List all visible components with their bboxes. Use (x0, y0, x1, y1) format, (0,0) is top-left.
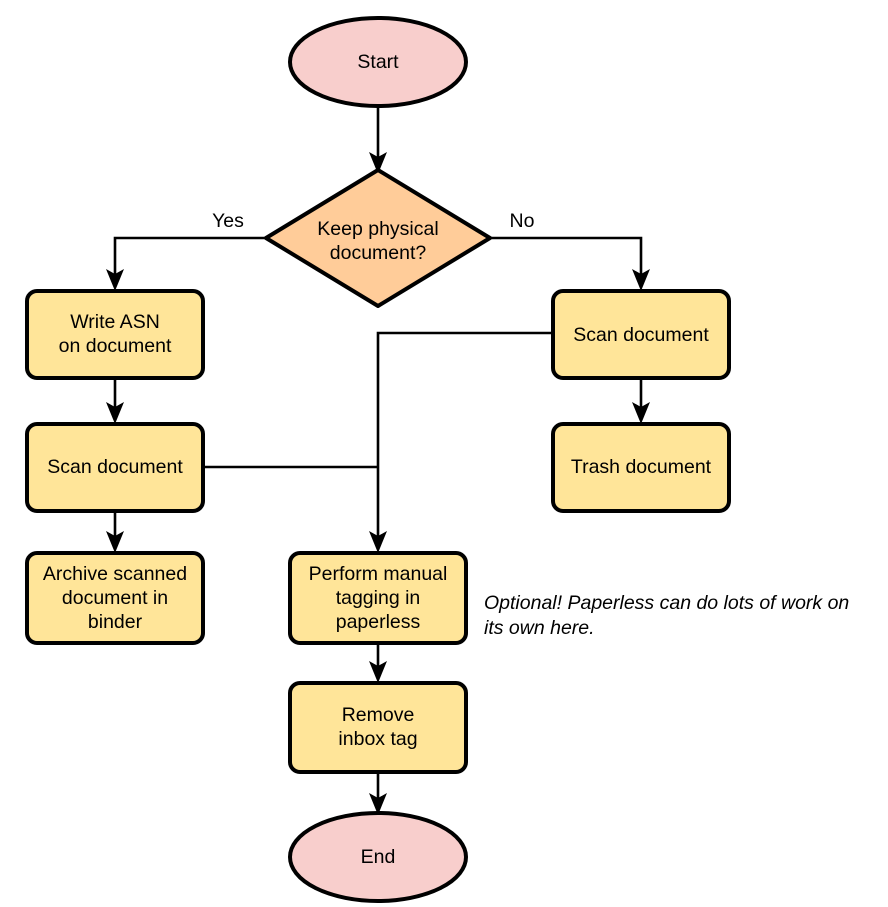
edge-writeasn-to-scanleft (106, 378, 124, 424)
node-end[interactable]: End (288, 811, 468, 903)
manual-tagging-label-line2: tagging in (336, 587, 421, 609)
scan-document-right-box (551, 289, 731, 380)
write-asn-box (25, 289, 205, 380)
edge-start-to-decision (369, 101, 387, 174)
edge-scanright-to-trash (632, 378, 650, 424)
edge-scanleft-to-archive (106, 510, 124, 553)
node-scan-document-left[interactable]: Scan document (25, 422, 205, 513)
decision-diamond (264, 168, 492, 308)
node-archive-scanned-document[interactable]: Archive scanned document in binder (25, 551, 205, 645)
node-write-asn-on-document[interactable]: Write ASN on document (25, 289, 205, 380)
optional-note: Optional! Paperless can do lots of work … (484, 592, 849, 639)
node-remove-inbox-tag[interactable]: Remove inbox tag (288, 681, 468, 774)
archive-label-line3: binder (88, 611, 143, 633)
edge-label-yes: Yes (212, 210, 244, 232)
remove-inbox-label-line2: inbox tag (338, 728, 417, 750)
trash-document-box (551, 422, 731, 513)
archive-box (25, 551, 205, 645)
write-asn-label-line1: Write ASN (70, 311, 160, 333)
scan-document-right-label: Scan document (573, 324, 709, 346)
edge-decision-yes (106, 236, 265, 291)
end-label: End (361, 846, 396, 868)
archive-label-line1: Archive scanned (43, 563, 187, 585)
node-scan-document-right[interactable]: Scan document (551, 289, 731, 380)
node-keep-physical-document[interactable]: Keep physical document? (264, 168, 492, 308)
scan-document-left-label: Scan document (47, 456, 183, 478)
archive-label-line2: document in (62, 587, 168, 609)
write-asn-label-line2: on document (59, 335, 172, 357)
node-start[interactable]: Start (288, 16, 468, 108)
node-trash-document[interactable]: Trash document (551, 422, 731, 513)
edge-scanright-to-tagging (369, 331, 552, 553)
manual-tagging-label-line1: Perform manual (309, 563, 448, 585)
decision-label-line1: Keep physical (317, 218, 438, 240)
manual-tagging-box (288, 551, 468, 645)
start-ellipse (288, 16, 468, 108)
scan-document-left-box (25, 422, 205, 513)
manual-tagging-label-line3: paperless (336, 611, 421, 633)
optional-note-line2: its own here. (484, 617, 595, 639)
remove-inbox-label-line1: Remove (342, 704, 415, 726)
optional-note-line1: Optional! Paperless can do lots of work … (484, 592, 849, 614)
node-perform-manual-tagging[interactable]: Perform manual tagging in paperless (288, 551, 468, 645)
start-label: Start (357, 51, 399, 73)
edge-tagging-to-removeinbox (369, 643, 387, 683)
decision-label-line2: document? (330, 242, 427, 264)
end-ellipse (288, 811, 468, 903)
edge-decision-no (490, 236, 650, 291)
remove-inbox-tag-box (288, 681, 468, 774)
edge-removeinbox-to-end (369, 772, 387, 815)
edge-label-no: No (510, 210, 535, 232)
trash-document-label: Trash document (571, 456, 712, 478)
